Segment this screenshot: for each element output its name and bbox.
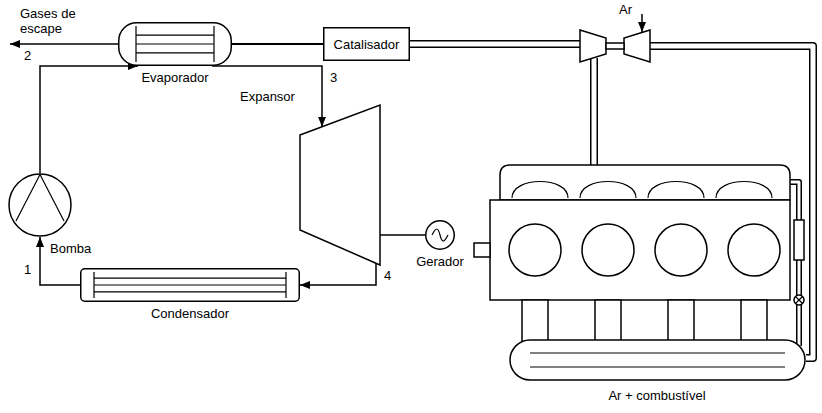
sine-symbol xyxy=(432,229,448,241)
egr-pipe xyxy=(790,182,799,346)
flow-label: Gases de escape xyxy=(20,6,86,36)
generator: Gerador xyxy=(425,220,455,250)
cylinder-head xyxy=(500,165,790,200)
crankshaft-stub xyxy=(474,243,490,257)
evaporator: Evaporador xyxy=(118,22,232,66)
exhaust-pipe xyxy=(590,58,598,166)
heat-exchanger-tubes xyxy=(94,272,286,298)
intake-manifold xyxy=(510,340,805,380)
manifold-detail xyxy=(530,353,785,367)
heat-exchanger-outline xyxy=(81,269,300,302)
intake-runner xyxy=(522,300,548,342)
box-outline xyxy=(324,28,410,61)
engine xyxy=(474,165,805,380)
flow-connector xyxy=(380,234,425,236)
pump-symbol xyxy=(16,175,64,222)
flow-connector xyxy=(300,263,376,285)
flow-connector xyxy=(212,66,322,127)
cylinder xyxy=(509,224,561,276)
node-outline xyxy=(8,173,72,237)
flow-label: Ar xyxy=(619,2,632,17)
exhaust-pipe xyxy=(410,42,580,47)
exhaust-pipe xyxy=(410,40,580,48)
component-label: Bomba xyxy=(50,241,91,256)
egr-valve xyxy=(796,297,803,304)
state-number: 2 xyxy=(24,48,31,63)
expander: Expansor xyxy=(300,105,380,265)
condenser: Condensador xyxy=(80,268,300,302)
turbocharger xyxy=(580,14,650,62)
exhaust-arrow xyxy=(10,43,118,45)
air-inlet-arrow xyxy=(641,14,643,32)
egr-pipe xyxy=(790,182,799,346)
heat-exchanger-tubes xyxy=(136,26,214,62)
catalyst-box: Catalisador xyxy=(323,27,410,61)
node-outline xyxy=(300,105,380,265)
intake-runner xyxy=(668,300,694,342)
pump: Bomba xyxy=(8,173,72,237)
node-outline xyxy=(118,22,232,66)
state-number: 1 xyxy=(24,262,31,277)
component-label: Condensador xyxy=(151,306,229,321)
flow-label: Ar + combustível xyxy=(608,388,705,403)
component-label: Evaporador xyxy=(141,70,208,85)
flow-connector xyxy=(232,43,323,45)
intake-runner xyxy=(741,300,767,342)
flow-connector xyxy=(40,66,138,173)
compressor-symbol xyxy=(624,30,650,62)
intake-runner xyxy=(595,300,621,342)
cylinder xyxy=(655,224,707,276)
turbo-shaft xyxy=(606,43,624,49)
heat-exchanger-outline xyxy=(119,23,232,66)
turbine-symbol xyxy=(580,30,606,62)
component-label: Expansor xyxy=(240,89,295,104)
state-number: 3 xyxy=(330,70,337,85)
node-outline xyxy=(80,268,300,302)
egr-cooler xyxy=(794,220,804,260)
engine-block xyxy=(490,200,790,300)
pipes xyxy=(410,44,813,358)
expander-symbol xyxy=(300,105,380,265)
head-detail xyxy=(512,182,772,199)
egr-valve xyxy=(794,295,804,305)
state-number: 4 xyxy=(384,268,391,283)
pump-symbol xyxy=(9,174,71,236)
cylinder xyxy=(728,224,780,276)
node-outline xyxy=(425,220,455,250)
generator-symbol xyxy=(426,221,455,250)
exhaust-pipe xyxy=(592,58,597,166)
component-label: Catalisador xyxy=(334,37,400,52)
component-label: Gerador xyxy=(416,254,464,269)
cylinder xyxy=(582,224,634,276)
